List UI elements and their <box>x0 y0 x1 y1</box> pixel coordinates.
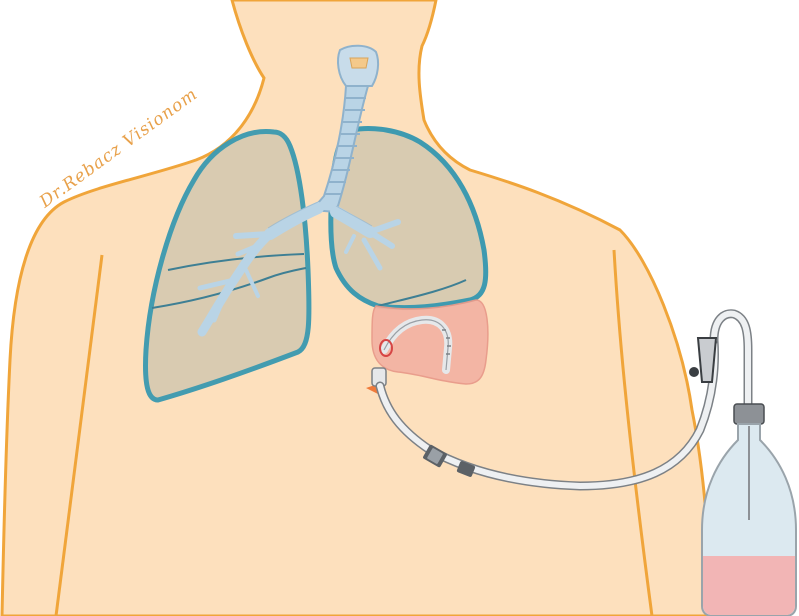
thyroid-cartilage <box>350 58 368 68</box>
drainage-bottle <box>702 404 796 616</box>
bottle-cap <box>734 404 764 424</box>
tube-clamp-icon <box>689 338 716 382</box>
bottle-liquid <box>703 556 795 615</box>
